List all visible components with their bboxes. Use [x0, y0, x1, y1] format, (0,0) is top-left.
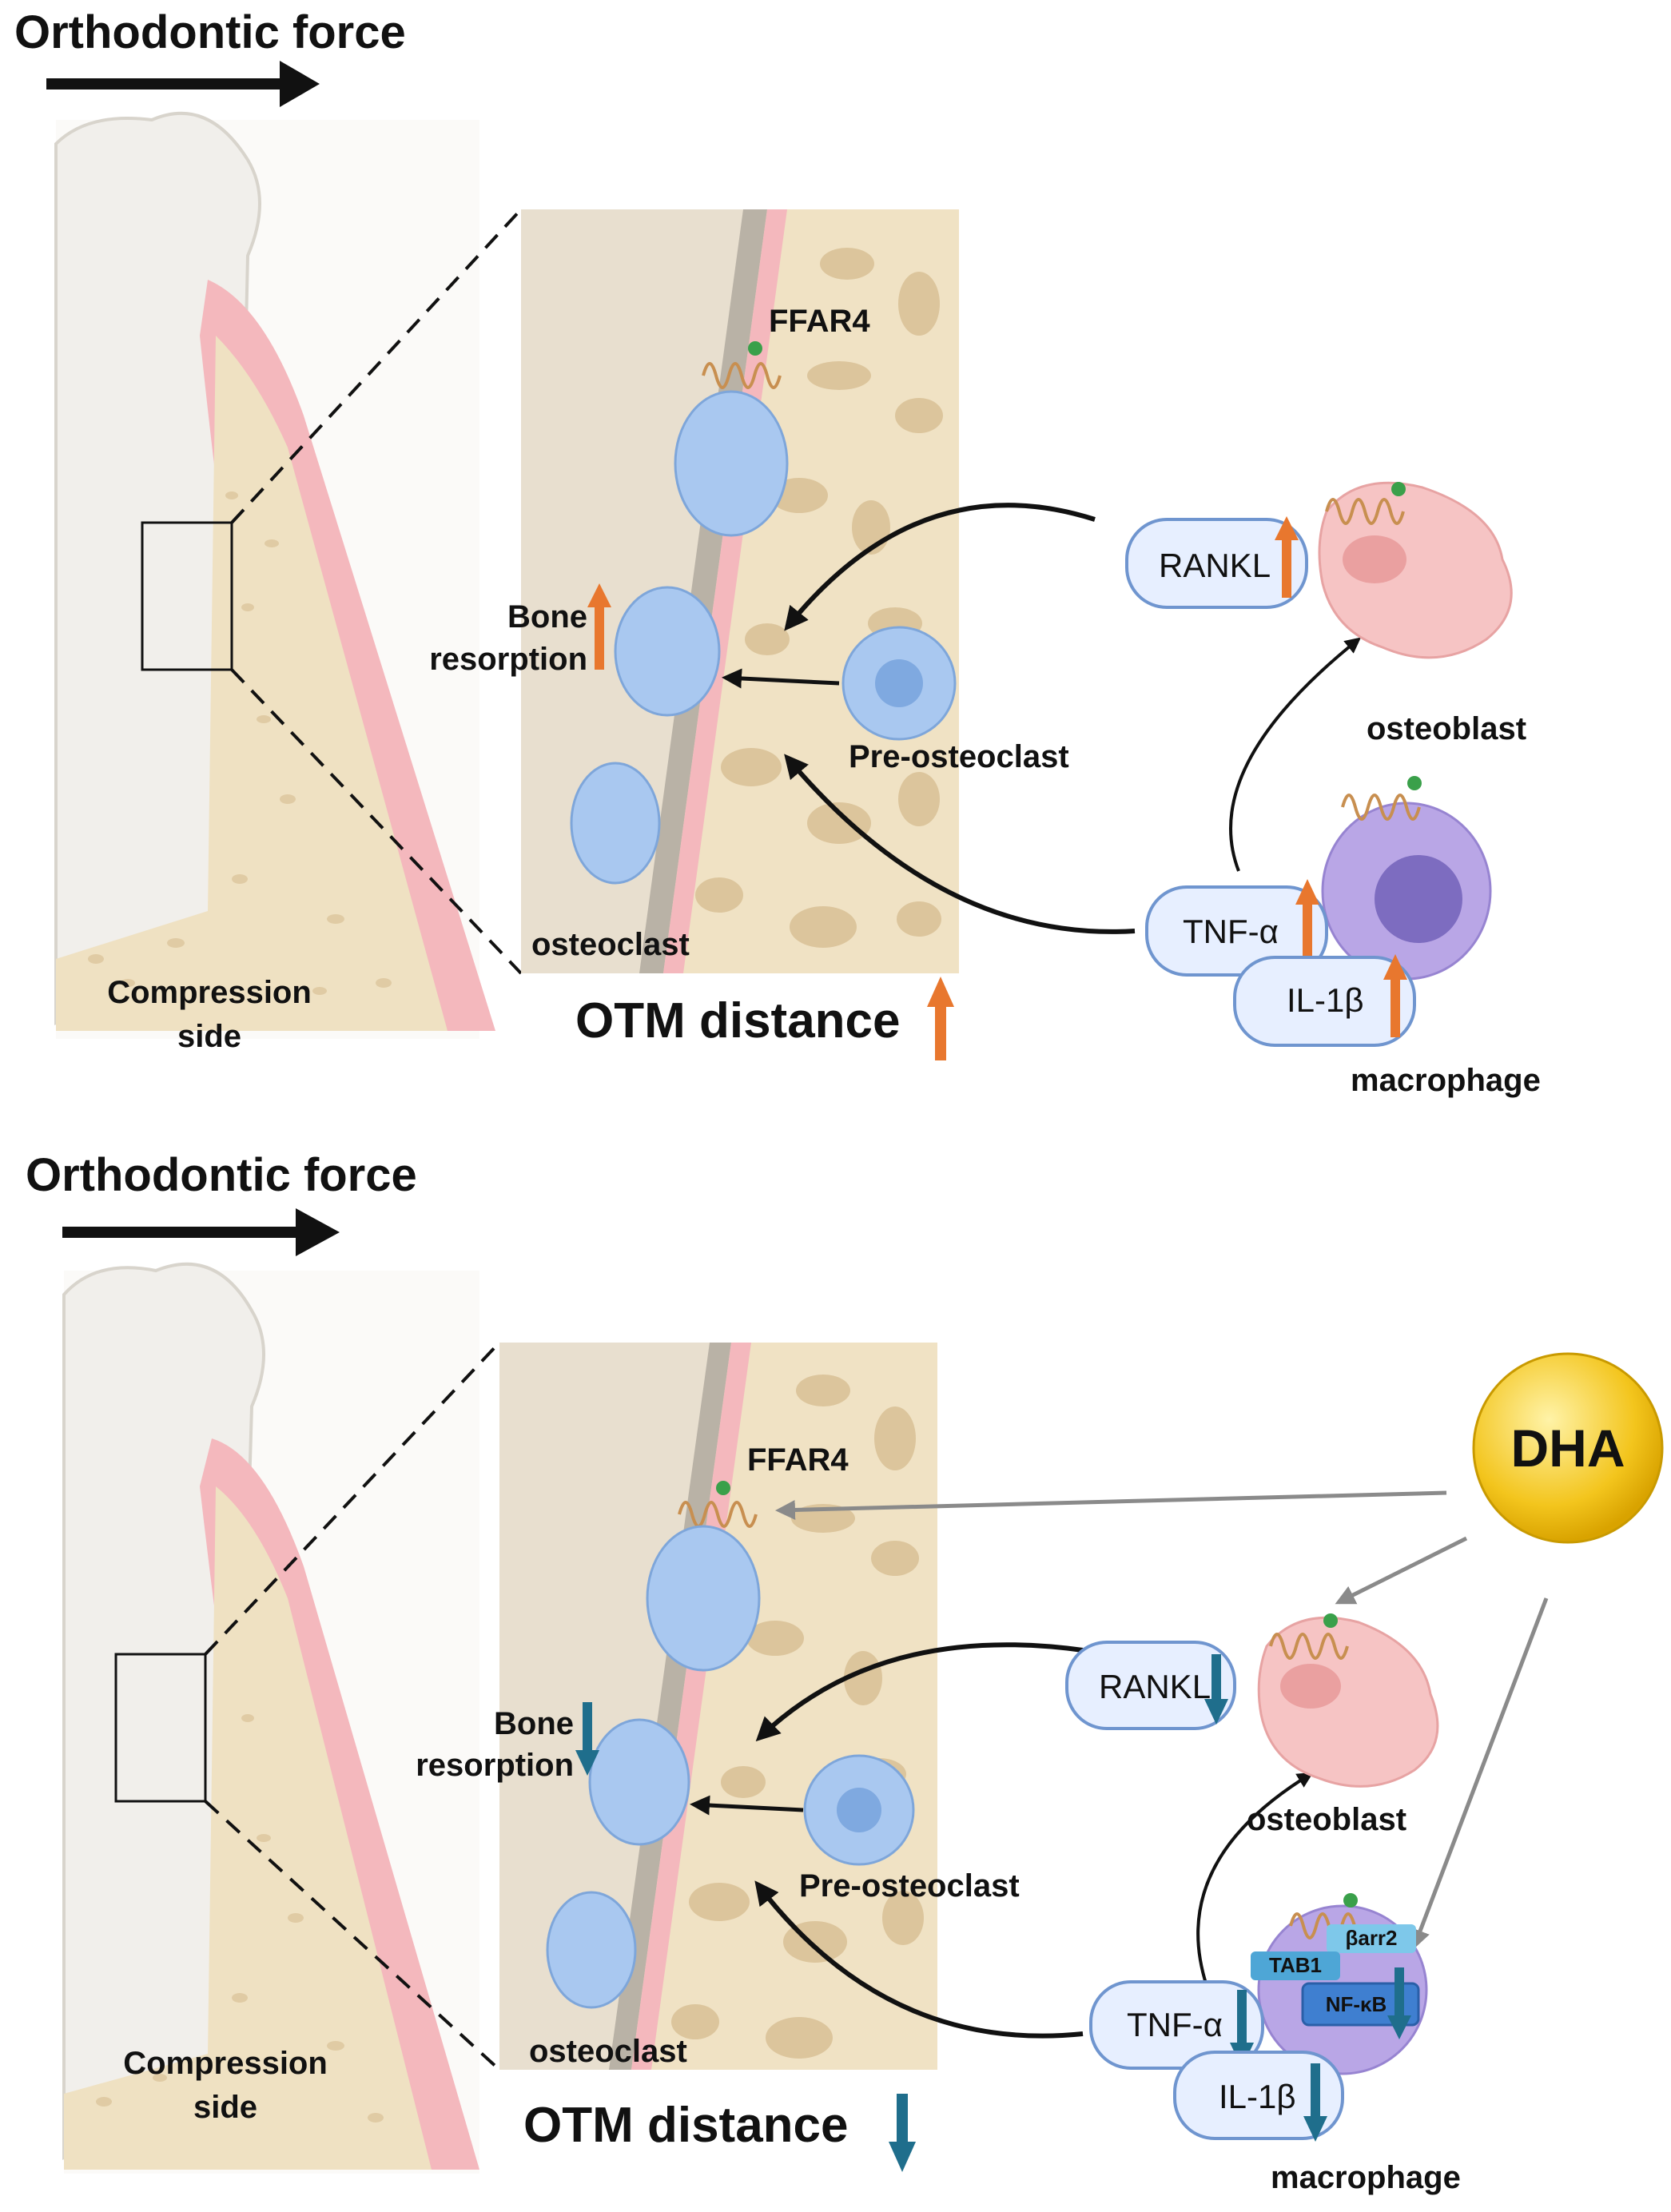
zoom-line-bottom — [230, 668, 523, 975]
tab1-box — [1251, 1951, 1340, 1980]
osteoblast-label: osteoblast — [1247, 1802, 1406, 1837]
panel-1-title: Orthodontic force — [14, 6, 406, 58]
ffar4-label: FFAR4 — [769, 304, 870, 339]
zoom-line-top — [204, 1341, 501, 1656]
pre-osteoclast-label: Pre-osteoclast — [799, 1868, 1020, 1904]
osteoclast-cell-1 — [646, 1525, 761, 1672]
panel-top: Orthodontic force Compression side — [14, 6, 1541, 1098]
compression-label-line1: Compression — [107, 975, 312, 1010]
osteoblast-cell — [1257, 1613, 1439, 1788]
dha-label: DHA — [1511, 1418, 1625, 1478]
il1b-label: IL-1β — [1219, 2078, 1296, 2115]
arrow-macrophage-to-preosteoclast — [754, 1880, 1084, 2039]
pre-osteoclast-label: Pre-osteoclast — [849, 739, 1069, 774]
force-arrow — [62, 1208, 340, 1256]
zoom-line-top — [230, 208, 523, 524]
macrophage-cell — [1321, 776, 1492, 981]
zoom-box — [141, 521, 233, 671]
il1b-badge: IL-1β — [1173, 2051, 1344, 2142]
force-arrow — [46, 61, 320, 107]
tooth-illustration — [54, 111, 495, 1039]
nfkb-box — [1301, 1982, 1420, 2027]
tab1-label: TAB1 — [1269, 1953, 1322, 1977]
rankl-badge: RANKL — [1065, 1641, 1236, 1730]
osteoclast-cell-3 — [546, 1891, 637, 2009]
pre-osteoclast-cell — [803, 1754, 915, 1866]
rankl-badge: RANKL — [1125, 516, 1308, 609]
arrow-pre-to-osteoclast — [722, 668, 840, 689]
arrow-dha-to-macrophage — [1410, 1597, 1549, 1950]
tnf-label: TNF-α — [1183, 913, 1279, 950]
rankl-label: RANKL — [1159, 547, 1271, 584]
arrow-macrophage-to-preosteoclast — [784, 754, 1136, 934]
ffar4-receptor-icon — [702, 341, 782, 389]
osteoclast-label: osteoclast — [529, 2034, 687, 2069]
zoom-box — [114, 1653, 207, 1803]
arrow-pre-to-osteoclast — [690, 1795, 804, 1816]
otm-distance-down-arrow — [889, 2094, 916, 2172]
tnf-badge: TNF-α — [1145, 879, 1328, 977]
macrophage-label: macrophage — [1271, 2160, 1461, 2195]
arrow-dha-to-osteoclast — [775, 1490, 1447, 1520]
tnf-label: TNF-α — [1127, 2006, 1223, 2043]
otm-distance-up-arrow — [927, 977, 954, 1060]
ffar4-receptor-icon — [678, 1481, 758, 1528]
bone-resorption-line1: Bone — [494, 1706, 574, 1741]
bone-resorption-line2: resorption — [429, 642, 587, 677]
signaling-complex: βarr2 TAB1 NF-κB — [1251, 1924, 1420, 2039]
osteoclast-cell-2 — [588, 1718, 690, 1846]
zoom-line-bottom — [204, 1800, 501, 2071]
panel-bottom: Orthodontic force Compression side — [26, 1149, 1664, 2195]
bone-resorption-line2: resorption — [416, 1748, 574, 1783]
arrow-dha-to-osteoblast — [1335, 1536, 1468, 1605]
barr2-box — [1327, 1924, 1416, 1953]
arrow-macrophage-to-osteoblast — [1196, 1772, 1314, 1987]
osteoclast-cell-3 — [570, 762, 661, 885]
otm-distance-label: OTM distance — [575, 993, 901, 1048]
osteoclast-cell-1 — [674, 390, 789, 537]
il1b-label: IL-1β — [1287, 981, 1364, 1019]
macrophage-label: macrophage — [1351, 1063, 1541, 1098]
osteoclast-label: osteoclast — [531, 927, 690, 962]
bone-resorption-line1: Bone — [507, 599, 587, 635]
compression-label-line1: Compression — [123, 2046, 328, 2081]
dha-molecule: DHA — [1472, 1352, 1664, 1544]
rankl-label: RANKL — [1099, 1668, 1211, 1705]
barr2-label: βarr2 — [1345, 1926, 1397, 1950]
tnf-badge: TNF-α — [1089, 1980, 1264, 2070]
pre-osteoclast-cell — [841, 626, 957, 741]
osteoblast-cell — [1318, 481, 1513, 659]
nfkb-label: NF-κB — [1326, 1992, 1387, 2016]
arrow-macrophage-to-osteoblast — [1229, 637, 1362, 872]
arrow-osteoblast-to-osteoclast — [784, 503, 1096, 631]
osteoclast-cell-2 — [614, 586, 721, 717]
otm-distance-label: OTM distance — [523, 2098, 849, 2153]
bone-resorption-up-arrow — [587, 583, 611, 670]
compression-label-line2: side — [177, 1019, 241, 1054]
ffar4-label: FFAR4 — [747, 1442, 849, 1478]
compression-label-line2: side — [193, 2090, 257, 2125]
tooth-illustration — [62, 1262, 479, 2174]
osteoblast-label: osteoblast — [1367, 711, 1526, 746]
arrow-osteoblast-to-osteoclast — [755, 1642, 1084, 1742]
il1b-badge: IL-1β — [1233, 954, 1416, 1047]
panel-2-title: Orthodontic force — [26, 1149, 417, 1201]
bone-resorption-down-arrow — [575, 1702, 599, 1776]
